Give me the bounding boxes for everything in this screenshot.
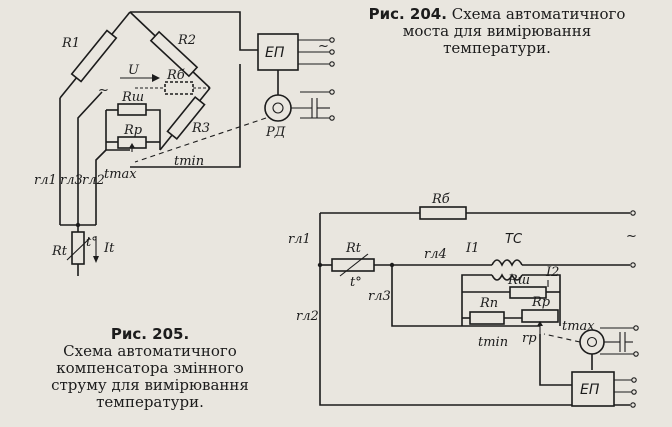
fig204-label-rl1: rл1 (34, 173, 57, 188)
fig205-label-rt: Rt (345, 241, 362, 256)
caption-fig204-line3: температури. (443, 39, 551, 57)
fig205-label-i2: I2 (545, 265, 559, 280)
fig204-resistor-r3 (166, 96, 206, 140)
fig204-terminal-2 (329, 49, 335, 55)
fig205-label-rn: Rп (479, 296, 498, 311)
fig205-label-rl1: rл1 (288, 232, 311, 247)
fig204-label-rl3: rл3 (60, 173, 83, 188)
fig205-transformer-primary (491, 259, 523, 267)
fig205-ep-box (571, 371, 615, 407)
fig205-motor-rotor (586, 336, 598, 348)
fig204-label-rb: Rб (166, 68, 185, 83)
fig205-transformer-secondary (491, 273, 523, 281)
caption-fig205-line1: Схема автоматичного (63, 342, 237, 360)
fig205-thermistor-rt (331, 258, 375, 272)
fig204-label-r2: R2 (177, 33, 196, 48)
fig204-slider-arrow (129, 143, 135, 148)
fig204-wire-rsh-r (146, 109, 161, 150)
fig205-slider-arrow (537, 321, 543, 326)
fig204-terminal-4 (329, 89, 335, 95)
fig205-wire-sec-r (522, 274, 561, 326)
fig205-mechanical-link (543, 333, 581, 343)
fig204-label-rt: Rt (51, 244, 68, 259)
fig204-ep-box (257, 33, 299, 71)
caption-fig205-number: Рис. 205. (110, 325, 190, 343)
fig204-bridge-circuit: ~ ~ (34, 11, 335, 276)
fig205-label-tmax: tmax (562, 319, 595, 334)
fig205-lead-rl2 (319, 265, 630, 406)
fig205-terminal-bottom (630, 402, 636, 408)
caption-fig204-line2: моста для вимірювання (402, 22, 592, 40)
caption-fig204-line1: Схема автоматичного (451, 5, 626, 23)
fig204-label-r1: R1 (61, 36, 80, 51)
fig205-label-rp-small: rр (522, 331, 537, 346)
fig204-label-rsh: Rш (121, 90, 144, 105)
fig204-motor (264, 94, 292, 122)
fig204-terminal-5 (329, 115, 335, 121)
fig205-wire-slider-ep (539, 334, 572, 386)
fig205-terminal-mid (630, 262, 636, 268)
fig205-label-i1: I1 (465, 241, 479, 256)
fig204-label-rd: РД (265, 125, 286, 140)
fig205-resistor-rp (521, 309, 559, 323)
fig204-resistor-r1 (70, 29, 118, 83)
fig205-terminal-s2 (631, 389, 637, 395)
caption-fig205-line4: температури. (96, 393, 204, 411)
fig204-label-rl2: rл2 (82, 173, 105, 188)
fig205-label-rb: Rб (431, 192, 450, 207)
fig204-terminal-1 (329, 37, 335, 43)
fig204-resistor-rb (164, 81, 194, 95)
caption-fig205-line3: струму для вимірювання (51, 376, 249, 394)
fig205-label-tmin: tmin (478, 335, 508, 350)
fig204-label-it: It (103, 241, 115, 256)
fig204-lead-rl2 (95, 149, 107, 225)
fig204-motor-rotor (272, 102, 284, 114)
fig205-label-rl4: rл4 (424, 247, 447, 262)
fig204-it-arrowhead (93, 256, 99, 263)
fig205-lead-rl3 (391, 265, 462, 327)
fig204-wire-top (130, 11, 258, 51)
fig204-u-arrowhead (152, 74, 160, 82)
fig205-label-rsh: Rш (507, 273, 530, 288)
fig205-ac-symbol: ~ (626, 229, 637, 244)
fig205-compensator-circuit: ~ (288, 192, 639, 408)
fig204-terminal-3 (329, 61, 335, 67)
fig205-terminal-s1 (631, 377, 637, 383)
fig205-label-tc: TC (505, 232, 523, 247)
fig204-resistor-r2 (149, 30, 199, 78)
fig204-lead-rl3 (77, 91, 103, 225)
fig205-label-rp: Rр (531, 295, 551, 310)
fig205-resistor-rb (419, 206, 467, 220)
fig205-terminal-top (630, 210, 636, 216)
fig204-ac-small: ~ (98, 83, 109, 98)
fig204-label-tmin: tmin (174, 154, 204, 169)
fig205-resistor-rn (469, 311, 505, 325)
fig205-wire-sec-l (461, 274, 492, 326)
caption-fig205-line2: компенсатора змінного (56, 359, 244, 377)
fig205-thermistor-slash (339, 253, 369, 277)
fig204-thermistor-rt (71, 231, 85, 265)
caption-fig204: Рис. 204. Схема автоматичного моста для … (332, 6, 662, 57)
fig204-ac-symbol: ~ (318, 39, 329, 54)
fig204-label-tmax: tmax (104, 167, 137, 182)
fig204-wire-bottom (130, 64, 241, 168)
fig204-label-ep: ЕП (265, 45, 285, 61)
caption-fig204-number: Рис. 204. (368, 5, 447, 23)
fig204-thermistor-slash (66, 237, 91, 261)
fig204-label-rp: Rр (123, 123, 143, 138)
fig204-label-tdeg: t° (86, 235, 98, 250)
fig205-label-ep: ЕП (580, 382, 600, 398)
fig205-terminal-m1 (633, 325, 639, 331)
fig204-resistor-rsh (117, 103, 147, 116)
fig205-label-tdeg: t° (350, 275, 362, 290)
fig205-label-rl2: rл2 (296, 309, 319, 324)
fig205-terminal-m2 (633, 351, 639, 357)
fig204-label-u: U (128, 63, 140, 78)
caption-fig205: Рис. 205. Схема автоматичного компенсато… (32, 326, 268, 411)
fig204-label-r3: R3 (191, 121, 210, 136)
fig205-label-rl3: rл3 (368, 289, 391, 304)
